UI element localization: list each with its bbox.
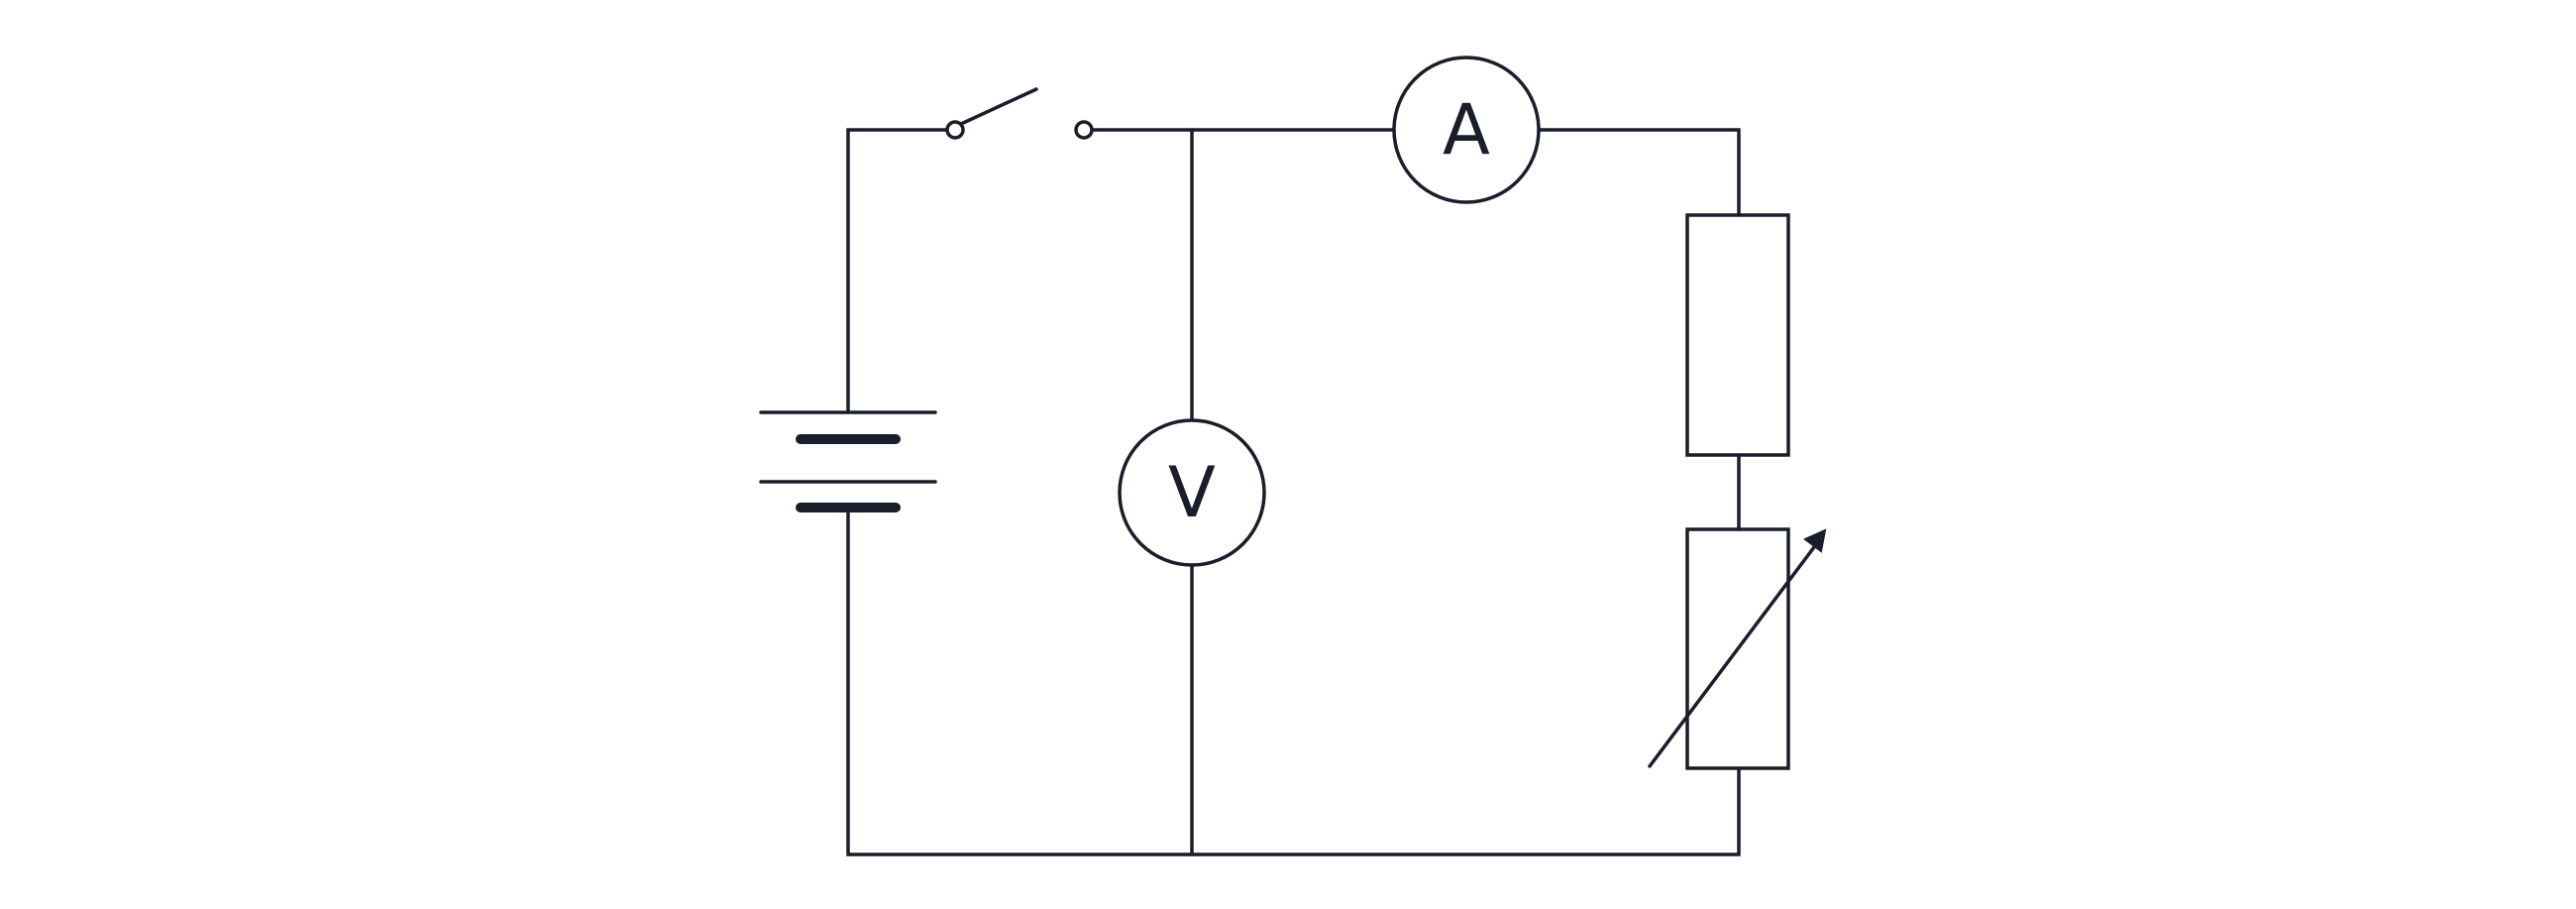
switch-terminal-right <box>1074 120 1094 140</box>
wire-bottom-return <box>846 506 1741 856</box>
ammeter-label: A <box>1443 89 1490 170</box>
wire-battery-to-switch <box>846 128 948 414</box>
voltmeter: V <box>1118 418 1266 567</box>
switch-terminal-left <box>945 120 965 140</box>
variable-resistor-body <box>1685 527 1790 770</box>
fixed-resistor <box>1685 213 1790 457</box>
ammeter: A <box>1392 56 1541 204</box>
switch <box>945 87 1094 140</box>
ammeter-circle <box>1392 56 1541 204</box>
variable-resistor-arrowhead <box>1803 528 1827 553</box>
variable-resistor <box>1648 527 1827 770</box>
voltmeter-circle <box>1118 418 1266 567</box>
wire-ammeter-to-resistor <box>1537 128 1741 217</box>
voltmeter-label: V <box>1168 452 1216 533</box>
variable-resistor-arrow-shaft <box>1648 541 1819 768</box>
switch-blade <box>959 87 1038 126</box>
battery <box>759 410 937 512</box>
